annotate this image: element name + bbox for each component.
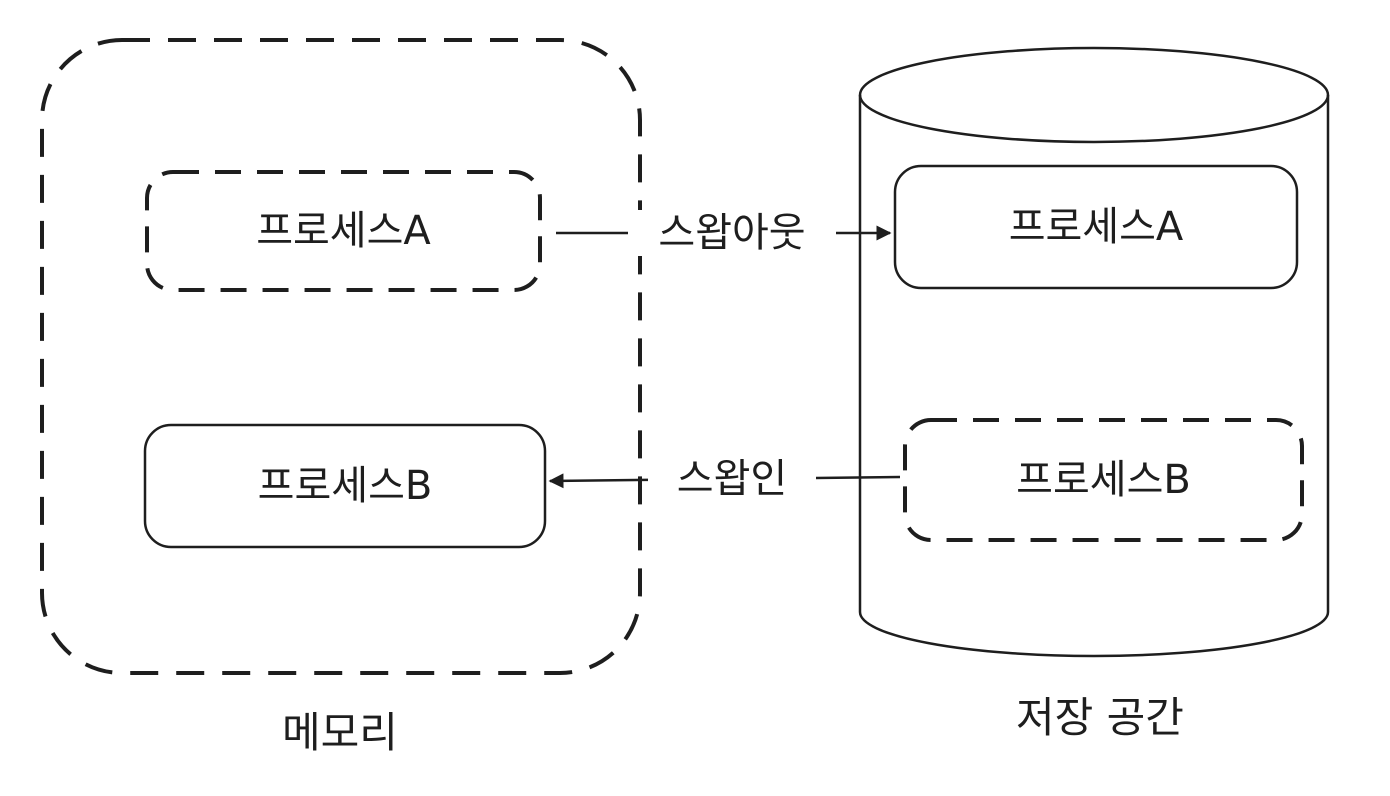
memory-process-b-box — [143, 423, 547, 549]
storage-process-b-label: 프로세스B — [1016, 457, 1191, 503]
swap-in-label: 스왑인 — [648, 456, 816, 502]
storage-caption: 저장 공간 — [1016, 693, 1184, 742]
storage-cylinder — [858, 46, 1330, 658]
swap-out-label: 스왑아웃 — [628, 210, 836, 256]
memory-process-b-label: 프로세스B — [257, 463, 433, 509]
storage-process-a-box — [893, 164, 1299, 290]
memory-caption: 메모리 — [282, 708, 398, 757]
memory-process-a-label: 프로세스A — [256, 208, 431, 254]
storage-process-a-label: 프로세스A — [1008, 204, 1184, 250]
memory-process-a-box — [145, 170, 542, 292]
memory-container — [40, 38, 642, 675]
storage-process-b-box — [903, 418, 1304, 542]
